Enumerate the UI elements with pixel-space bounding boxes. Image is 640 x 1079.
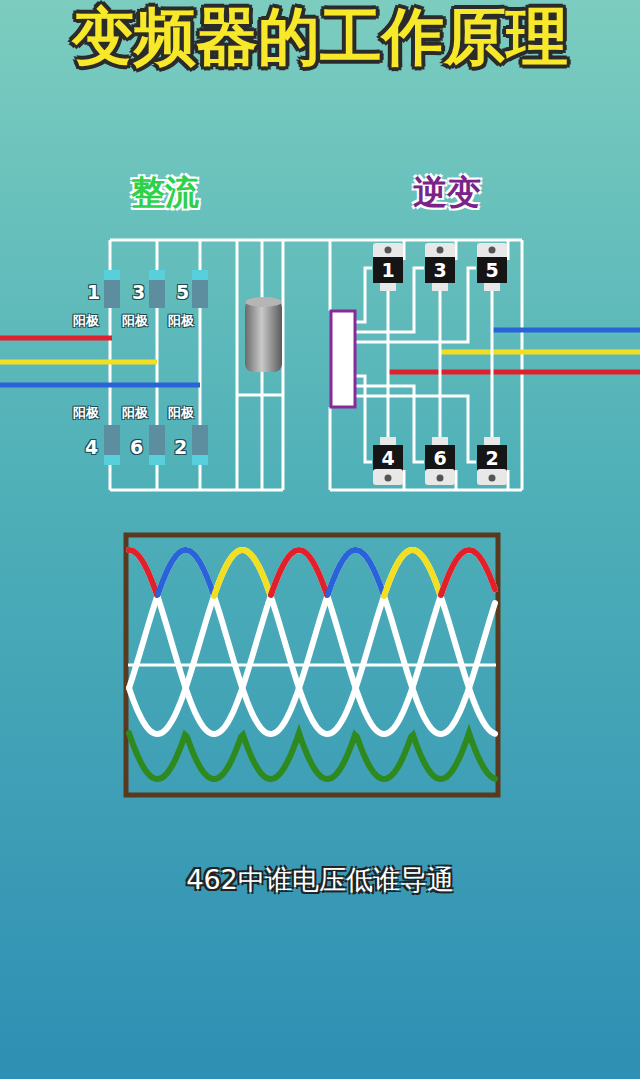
anode-label: 阳极 — [168, 406, 194, 420]
wire — [439, 291, 442, 437]
callout-number: 2 — [174, 437, 187, 458]
section-label: 逆变 — [413, 174, 481, 211]
transistor: 2 — [476, 437, 508, 485]
callout-number: 3 — [424, 259, 456, 281]
callout-number: 2 — [476, 447, 508, 469]
envelope-segment — [129, 550, 157, 595]
sine-wave — [129, 550, 495, 734]
callout-number: 5 — [176, 282, 189, 303]
callout-number: 3 — [132, 282, 145, 303]
transistor: 3 — [424, 243, 456, 291]
envelope-segment — [214, 550, 270, 596]
anode-label: 阳极 — [168, 314, 194, 328]
callout-number: 1 — [87, 282, 100, 303]
transistor: 1 — [372, 243, 404, 291]
wire — [387, 291, 390, 437]
anode-label: 阳极 — [122, 314, 148, 328]
transistor: 4 — [372, 437, 404, 485]
sine-wave — [129, 550, 495, 734]
anode-label: 阳极 — [73, 406, 99, 420]
envelope-segment — [441, 550, 495, 595]
title: 变频器的工作原理 — [0, 2, 640, 72]
transistor: 5 — [476, 243, 508, 291]
section-label: 整流 — [131, 174, 199, 211]
callout-number: 5 — [476, 259, 508, 281]
wire — [491, 291, 494, 437]
callout-number: 4 — [372, 447, 404, 469]
rectified-wave — [129, 733, 495, 779]
envelope-segment — [158, 550, 213, 594]
envelope-segment — [328, 550, 383, 594]
sine-wave — [129, 550, 495, 734]
callout-number: 4 — [85, 437, 98, 458]
transistor: 6 — [424, 437, 456, 485]
callout-number: 1 — [372, 259, 404, 281]
anode-label: 阳极 — [73, 314, 99, 328]
callout-number: 6 — [424, 447, 456, 469]
caption: 462中谁电压低谁导通 — [0, 862, 640, 898]
envelope-segment — [384, 550, 440, 596]
callout-number: 6 — [130, 437, 143, 458]
anode-label: 阳极 — [122, 406, 148, 420]
envelope-segment — [271, 550, 327, 595]
